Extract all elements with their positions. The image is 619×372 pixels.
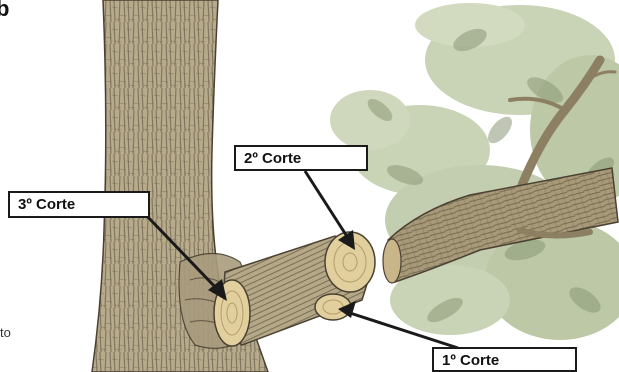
arrow-cut-2 — [305, 171, 348, 238]
label-first-cut: 1º Corte — [432, 347, 577, 372]
edge-text-fragment: to — [0, 325, 11, 340]
label-second-cut: 2º Corte — [234, 145, 368, 171]
label-third-cut: 3º Corte — [8, 191, 150, 218]
foliage — [330, 3, 619, 340]
panel-letter: b — [0, 0, 9, 22]
